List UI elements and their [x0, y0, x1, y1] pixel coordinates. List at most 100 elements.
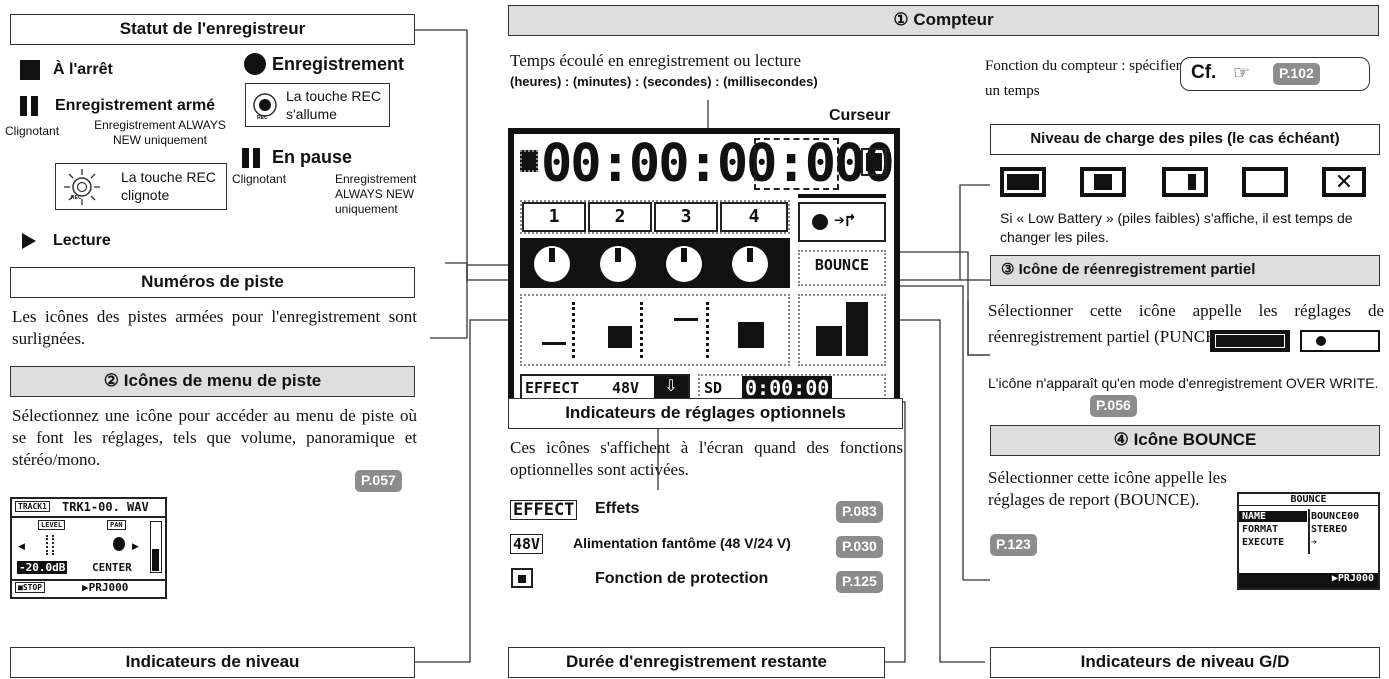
- battery-icons: ✕: [1000, 167, 1370, 203]
- punch-ref[interactable]: P.056: [1090, 395, 1137, 417]
- knob-1-icon: [534, 246, 570, 282]
- pause-bar-icon: [242, 148, 249, 168]
- play-label: Lecture: [53, 232, 111, 249]
- bthumb-prj: ▶PRJ000: [1239, 573, 1378, 588]
- meter-3: [674, 318, 698, 321]
- opt-protect-icon: [511, 568, 533, 588]
- cf-label: Cf.: [1191, 62, 1217, 83]
- lcd-cursor-box: [754, 138, 839, 190]
- thumb-rule: [12, 516, 165, 518]
- bounce-thumbnail: BOUNCE NAME BOUNCE00 FORMAT STEREO EXECU…: [1237, 492, 1380, 590]
- lcd-time: 00:00:00:000: [541, 134, 895, 194]
- rec-blink-icon: [64, 169, 100, 205]
- armed-bar2-icon: [31, 96, 38, 116]
- thumb-prj: ▶PRJ000: [82, 581, 129, 594]
- bthumb-row1-v: STEREO: [1311, 524, 1348, 535]
- remain-title: Durée d'enregistrement restante: [565, 652, 828, 671]
- recording-label: Enregistrement: [272, 54, 405, 74]
- menu-title: ② Icônes de menu de piste: [103, 371, 322, 390]
- bthumb-row2-v: ➔: [1311, 537, 1318, 548]
- units-label: (heures) : (minutes) : (secondes) : (mil…: [510, 74, 818, 89]
- rec-lit-box: REC La touche REC s'allume: [245, 83, 390, 127]
- bthumb-row0-v: BOUNCE00: [1311, 511, 1360, 522]
- punch-icon-normal: [1300, 330, 1380, 352]
- bthumb-divider: [1308, 509, 1310, 554]
- cursor-label: Curseur: [829, 107, 891, 124]
- bounce-desc: Sélectionner cette icône appelle les rég…: [988, 468, 1227, 509]
- punch-dot-icon: [812, 214, 828, 230]
- thumb-file: TRK1-00. WAV: [62, 500, 149, 514]
- lcd-track-4[interactable]: 4: [720, 202, 788, 232]
- battery-full-icon: [1000, 167, 1046, 197]
- lcd-punch-icon[interactable]: ➔↱: [798, 202, 886, 242]
- armed-label: Enregistrement armé: [55, 97, 216, 114]
- rec-lit-icon: [253, 93, 277, 117]
- opt-protect-ref[interactable]: P.125: [836, 571, 883, 593]
- opt-desc: Ces icônes s'affichent à l'écran quand d…: [510, 438, 903, 479]
- lcd-track-1[interactable]: 1: [522, 202, 586, 232]
- lcd-48v: 48V: [612, 379, 640, 397]
- thumb-fader-icon: [46, 535, 54, 555]
- rec-key-label-2: REC: [257, 115, 268, 121]
- opt-48v-icon: 48V: [510, 534, 544, 554]
- rec-blink-text: La touche REC clignote: [121, 169, 216, 203]
- bounce-ref[interactable]: P.123: [990, 534, 1037, 556]
- punch-header: ③ Icône de réenregistrement partiel: [990, 255, 1380, 286]
- lr-title: Indicateurs de niveau G/D: [1080, 652, 1290, 671]
- always-new-note-1: Enregistrement ALWAYS NEW uniquement: [94, 118, 226, 147]
- rec-blink-box: REC La touche REC clignote: [55, 163, 227, 210]
- menu-ref[interactable]: P.057: [355, 470, 402, 492]
- opt-effect-ref[interactable]: P.083: [836, 501, 883, 523]
- lcd-level-meters: [520, 294, 790, 366]
- lcd-track-2[interactable]: 2: [588, 202, 652, 232]
- lcd-screen: 00:00:00:000 1 2 3 4 ➔↱ BOUNCE: [514, 134, 895, 414]
- thumb-meter: [150, 521, 162, 573]
- opt-effect-label: Effets: [595, 500, 640, 517]
- lcd-bounce-icon[interactable]: BOUNCE: [798, 250, 886, 286]
- battery-desc: Si « Low Battery » (piles faibles) s'aff…: [1000, 210, 1353, 245]
- levels-header: Indicateurs de niveau: [10, 647, 415, 678]
- punch-title: ③ Icône de réenregistrement partiel: [1001, 261, 1256, 278]
- lcd-protect-icon: ⇩: [654, 376, 688, 402]
- track-menu-thumbnail: TRACK1 TRK1-00. WAV LEVEL PAN ◀ ▶ -20.0d…: [10, 497, 167, 599]
- thumb-stop: ■STOP: [15, 582, 46, 593]
- thumb-center: CENTER: [92, 561, 132, 574]
- levels-title: Indicateurs de niveau: [125, 652, 300, 671]
- opt-48v-ref[interactable]: P.030: [836, 536, 883, 558]
- battery-empty-icon: [1242, 167, 1288, 197]
- thumb-track: TRACK1: [15, 501, 50, 512]
- pointing-hand-icon: ☞: [1233, 63, 1251, 84]
- bthumb-title: BOUNCE: [1239, 494, 1378, 506]
- opt-effect-icon: EFFECT: [510, 500, 578, 520]
- bthumb-row2-k: EXECUTE: [1242, 537, 1285, 548]
- record-circle-icon: [244, 53, 266, 75]
- meter-div-3: [706, 302, 709, 358]
- cf-ref[interactable]: P.102: [1273, 63, 1320, 85]
- battery-header: Niveau de charge des piles (le cas échéa…: [990, 124, 1380, 155]
- remain-header: Durée d'enregistrement restante: [508, 647, 885, 678]
- punch-arrows-icon: ➔↱: [834, 210, 856, 231]
- armed-bar-icon: [20, 96, 27, 116]
- battery-two-thirds-icon: [1080, 167, 1126, 197]
- stop-square-icon: [20, 60, 40, 80]
- fn-text: Fonction du compteur : spécifier un temp…: [985, 58, 1181, 99]
- tracks-title: Numéros de piste: [141, 272, 284, 291]
- lcd-track-3[interactable]: 3: [654, 202, 718, 232]
- thumb-pan-knob-icon: [113, 537, 125, 551]
- thumb-pan-lbl: PAN: [107, 520, 126, 530]
- rec-lit-text: La touche REC s'allume: [286, 88, 381, 122]
- battery-dead-icon: ✕: [1322, 167, 1366, 197]
- knob-4-icon: [732, 246, 768, 282]
- battery-one-third-icon: [1162, 167, 1208, 197]
- menu-header: ② Icônes de menu de piste: [10, 366, 415, 397]
- lcd-track-menu-icons[interactable]: [520, 238, 790, 288]
- stop-label: À l'arrêt: [53, 61, 113, 78]
- tracks-desc: Les icônes des pistes armées pour l'enre…: [12, 307, 417, 348]
- lcd-display: 00:00:00:000 1 2 3 4 ➔↱ BOUNCE: [508, 128, 900, 420]
- lcd-track-numbers: 1 2 3 4: [520, 200, 790, 234]
- lcd-bar: [798, 194, 886, 198]
- lcd-lr-meters: [798, 294, 886, 366]
- tracks-header: Numéros de piste: [10, 267, 415, 298]
- lcd-effect: EFFECT: [525, 379, 580, 397]
- opt-48v-label: Alimentation fantôme (48 V/24 V): [573, 535, 791, 551]
